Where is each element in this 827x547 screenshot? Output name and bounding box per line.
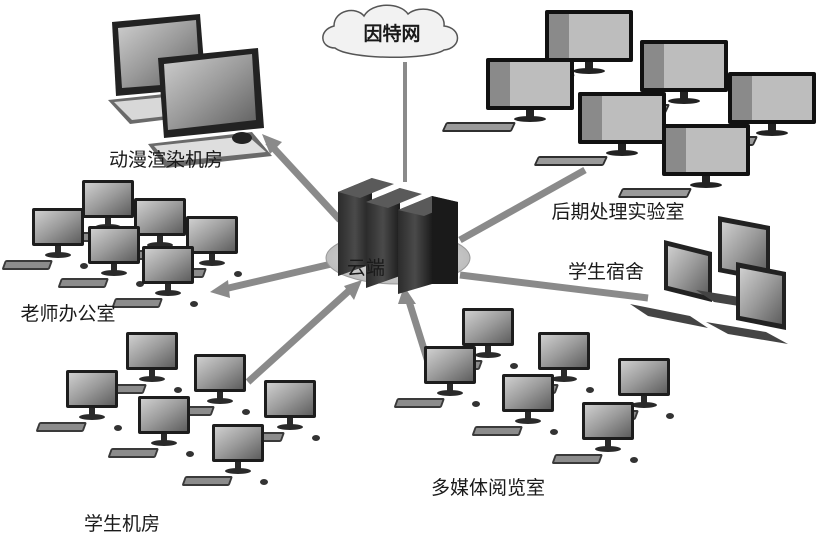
arrow-teacher — [219, 258, 341, 294]
arrowhead-animation — [262, 134, 282, 154]
computer-icon — [706, 262, 788, 344]
node-teacher: 老师办公室 — [1, 180, 242, 325]
node-label-teacher: 老师办公室 — [20, 303, 115, 325]
arrow-postprod — [458, 166, 587, 244]
computer-icon — [393, 346, 480, 408]
node-label-multimedia: 多媒体阅览室 — [431, 477, 545, 499]
cloud-label: 云端 — [347, 257, 385, 279]
node-label-postprod: 后期处理实验室 — [551, 201, 684, 223]
node-student-lab: 学生机房 — [35, 332, 320, 535]
node-label-animation: 动漫渲染机房 — [109, 149, 223, 171]
computer-icon — [471, 374, 558, 436]
arrowhead-student-lab — [344, 280, 362, 300]
node-animation: 动漫渲染机房 — [108, 14, 272, 171]
arrow-dorm — [459, 271, 649, 302]
node-label-student-lab: 学生机房 — [84, 513, 160, 535]
connection-arrows — [210, 62, 649, 385]
cloud-hub: 云端 — [325, 178, 471, 294]
arrowhead-teacher — [210, 280, 230, 298]
computer-icon — [148, 48, 272, 168]
computer-icon — [551, 402, 638, 464]
computer-icon — [35, 370, 122, 432]
server-icon — [338, 178, 458, 294]
arrow-student-lab — [245, 285, 355, 385]
node-multimedia: 多媒体阅览室 — [393, 308, 674, 499]
node-dorm: 学生宿舍 — [568, 216, 788, 344]
computer-icon — [441, 58, 574, 132]
arrow-animation — [265, 139, 343, 223]
computer-icon — [630, 240, 712, 328]
computer-icon — [181, 424, 268, 486]
computer-icon — [1, 208, 88, 270]
internet-label: 因特网 — [363, 23, 420, 45]
internet-cloud: 因特网 — [322, 4, 459, 59]
node-label-dorm: 学生宿舍 — [568, 261, 644, 283]
node-postprod: 后期处理实验室 — [441, 10, 816, 223]
